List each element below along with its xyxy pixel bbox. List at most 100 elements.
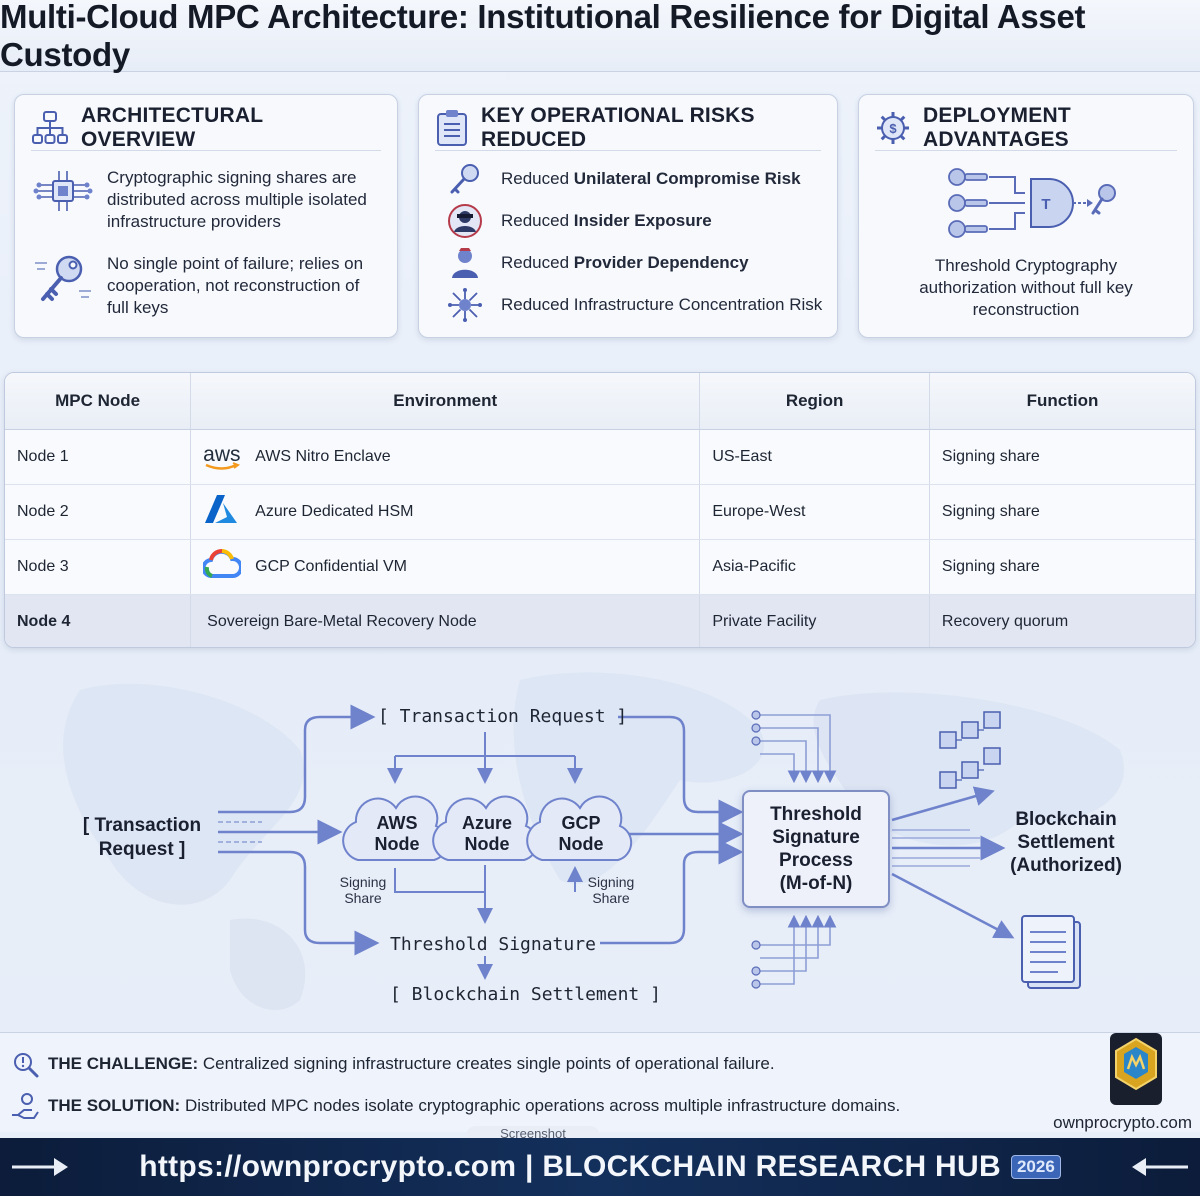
overview-header: ARCHITECTURAL OVERVIEW: [31, 103, 381, 151]
overview-panel: ARCHITECTURAL OVERVIEW Cryptographic sig…: [14, 94, 398, 338]
solution-note: THE SOLUTION: Distributed MPC nodes isol…: [10, 1091, 900, 1121]
page-title: Multi-Cloud MPC Architecture: Institutio…: [0, 0, 1086, 73]
gcp-logo-icon: [201, 549, 244, 584]
cell-environment: aws AWS Nitro Enclave: [190, 429, 700, 485]
overview-item: Cryptographic signing shares are distrib…: [33, 167, 377, 233]
risk-item: Reduced Infrastructure Concentration Ris…: [447, 287, 822, 323]
risks-panel: KEY OPERATIONAL RISKS REDUCED Reduced Un…: [418, 94, 838, 338]
gear-dollar-icon: $: [875, 110, 911, 146]
cell-node: Node 2: [5, 484, 191, 540]
year-badge: 2026: [1010, 1155, 1061, 1179]
blockchain-settlement-label: [ Blockchain Settlement ]: [390, 984, 661, 1005]
risk-item: Reduced Insider Exposure: [447, 203, 712, 239]
cell-node: Node 3: [5, 539, 191, 595]
bottom-banner: https://ownprocrypto.com | BLOCKCHAIN RE…: [0, 1138, 1200, 1196]
overview-item-text: No single point of failure; relies on co…: [107, 254, 364, 317]
org-chart-icon: [31, 109, 69, 147]
warning-search-icon: [10, 1049, 40, 1079]
table-row: Node 2 Azure Dedicated HSM Europe-West S…: [5, 484, 1195, 540]
cloud-shapes: [342, 795, 633, 861]
brand-logo: [1110, 1033, 1162, 1105]
threshold-signature-label: Threshold Signature: [390, 934, 596, 955]
key-icon: [33, 253, 93, 309]
risk-text: Reduced Insider Exposure: [501, 211, 712, 230]
azure-node-label: Azure Node: [461, 813, 512, 854]
svg-text:$: $: [889, 121, 897, 136]
network-hub-icon: [447, 287, 483, 323]
gate-letter: T: [1041, 196, 1050, 213]
env-label: Sovereign Bare-Metal Recovery Node: [207, 612, 477, 630]
risk-text: Reduced Infrastructure Concentration Ris…: [501, 295, 823, 314]
site-label: ownprocrypto.com: [1053, 1113, 1192, 1132]
overview-title: ARCHITECTURAL OVERVIEW: [81, 103, 263, 151]
table-row: Node 3 GCP Confidential VM Asia-Pacific …: [5, 539, 1195, 595]
overview-item-text: Cryptographic signing shares are distrib…: [107, 168, 367, 231]
signing-share-right: Signing Share: [587, 874, 635, 906]
aws-logo-icon: aws: [203, 443, 241, 471]
title-bar: Multi-Cloud MPC Architecture: Institutio…: [0, 0, 1200, 73]
deployment-header: $ DEPLOYMENT ADVANTAGES: [875, 103, 1177, 151]
arrow-right-icon: [12, 1158, 68, 1176]
flow-arrows: [63, 672, 1124, 1010]
cell-environment: GCP Confidential VM: [190, 539, 700, 595]
cell-function: Signing share: [928, 429, 1195, 485]
cell-function: Signing share: [928, 539, 1195, 595]
cell-node: Node 1: [5, 429, 191, 485]
blockchain-cubes-icon: [939, 711, 1001, 789]
cell-region: Asia-Pacific: [699, 539, 930, 595]
azure-logo-icon: [203, 493, 241, 530]
chip-network-icon: [33, 167, 93, 217]
challenge-note: THE CHALLENGE: Centralized signing infra…: [10, 1049, 775, 1079]
footer-notes: THE CHALLENGE: Centralized signing infra…: [0, 1032, 1200, 1132]
deployment-caption: Threshold Cryptography authorization wit…: [919, 256, 1133, 319]
banner-text[interactable]: https://ownprocrypto.com | BLOCKCHAIN RE…: [139, 1150, 1001, 1183]
cell-function: Signing share: [928, 484, 1195, 540]
gcp-node-label: GCP Node: [558, 813, 604, 854]
flow-diagram: [ Transaction Request ] [ Transaction Re…: [0, 660, 1200, 1030]
blockchain-settlement-authorized: Blockchain Settlement (Authorized): [1010, 809, 1122, 876]
node-table: MPC Node Environment Region Function Nod…: [4, 372, 1196, 648]
risk-text: Reduced Provider Dependency: [501, 253, 749, 272]
risk-text: Reduced Unilateral Compromise Risk: [501, 169, 801, 188]
table-header-row: MPC Node Environment Region Function: [5, 373, 1195, 430]
cell-function: Recovery quorum: [928, 594, 1195, 647]
col-header-region: Region: [699, 373, 930, 430]
cell-region: Private Facility: [699, 594, 930, 647]
challenge-text: THE CHALLENGE: Centralized signing infra…: [48, 1054, 775, 1073]
arrow-left-icon: [1132, 1158, 1188, 1176]
clipboard-icon: [435, 109, 469, 147]
solution-text: THE SOLUTION: Distributed MPC nodes isol…: [48, 1096, 901, 1115]
world-map-background: [63, 672, 1124, 1010]
provider-icon: [447, 245, 483, 281]
cell-environment: Azure Dedicated HSM: [190, 484, 700, 540]
cell-region: US-East: [699, 429, 930, 485]
col-header-node: MPC Node: [5, 373, 191, 430]
handshake-icon: [10, 1091, 40, 1121]
top-transaction-request: [ Transaction Request ]: [378, 706, 628, 727]
signing-share-left: Signing Share: [339, 874, 387, 906]
col-header-environment: Environment: [190, 373, 700, 430]
aws-node-label: AWS Node: [374, 813, 420, 854]
risk-item: Reduced Unilateral Compromise Risk: [447, 161, 801, 197]
deployment-panel: $ DEPLOYMENT ADVANTAGES T Threshold Cryp…: [858, 94, 1194, 338]
table-row: Node 1 aws AWS Nitro Enclave US-East Sig…: [5, 429, 1195, 485]
overview-item: No single point of failure; relies on co…: [33, 253, 377, 319]
key-icon: [447, 161, 483, 197]
cell-region: Europe-West: [699, 484, 930, 540]
insider-icon: [447, 203, 483, 239]
deployment-title: DEPLOYMENT ADVANTAGES: [923, 103, 1071, 151]
table-row: Node 4 Sovereign Bare-Metal Recovery Nod…: [5, 594, 1195, 647]
risk-item: Reduced Provider Dependency: [447, 245, 749, 281]
env-label: AWS Nitro Enclave: [255, 447, 391, 465]
threshold-gate-graphic: T: [943, 163, 1123, 245]
cell-environment: Sovereign Bare-Metal Recovery Node: [190, 594, 700, 647]
env-label: GCP Confidential VM: [255, 557, 407, 575]
col-header-function: Function: [928, 373, 1195, 430]
risks-header: KEY OPERATIONAL RISKS REDUCED: [435, 103, 821, 151]
env-label: Azure Dedicated HSM: [255, 502, 414, 520]
risks-title: KEY OPERATIONAL RISKS REDUCED: [481, 103, 755, 151]
cell-node: Node 4: [5, 594, 191, 647]
mpc-node-table: MPC Node Environment Region Function Nod…: [5, 373, 1195, 647]
threshold-signature-process-box: Threshold Signature Process (M-of-N): [742, 790, 890, 908]
document-icon: [1021, 915, 1081, 989]
